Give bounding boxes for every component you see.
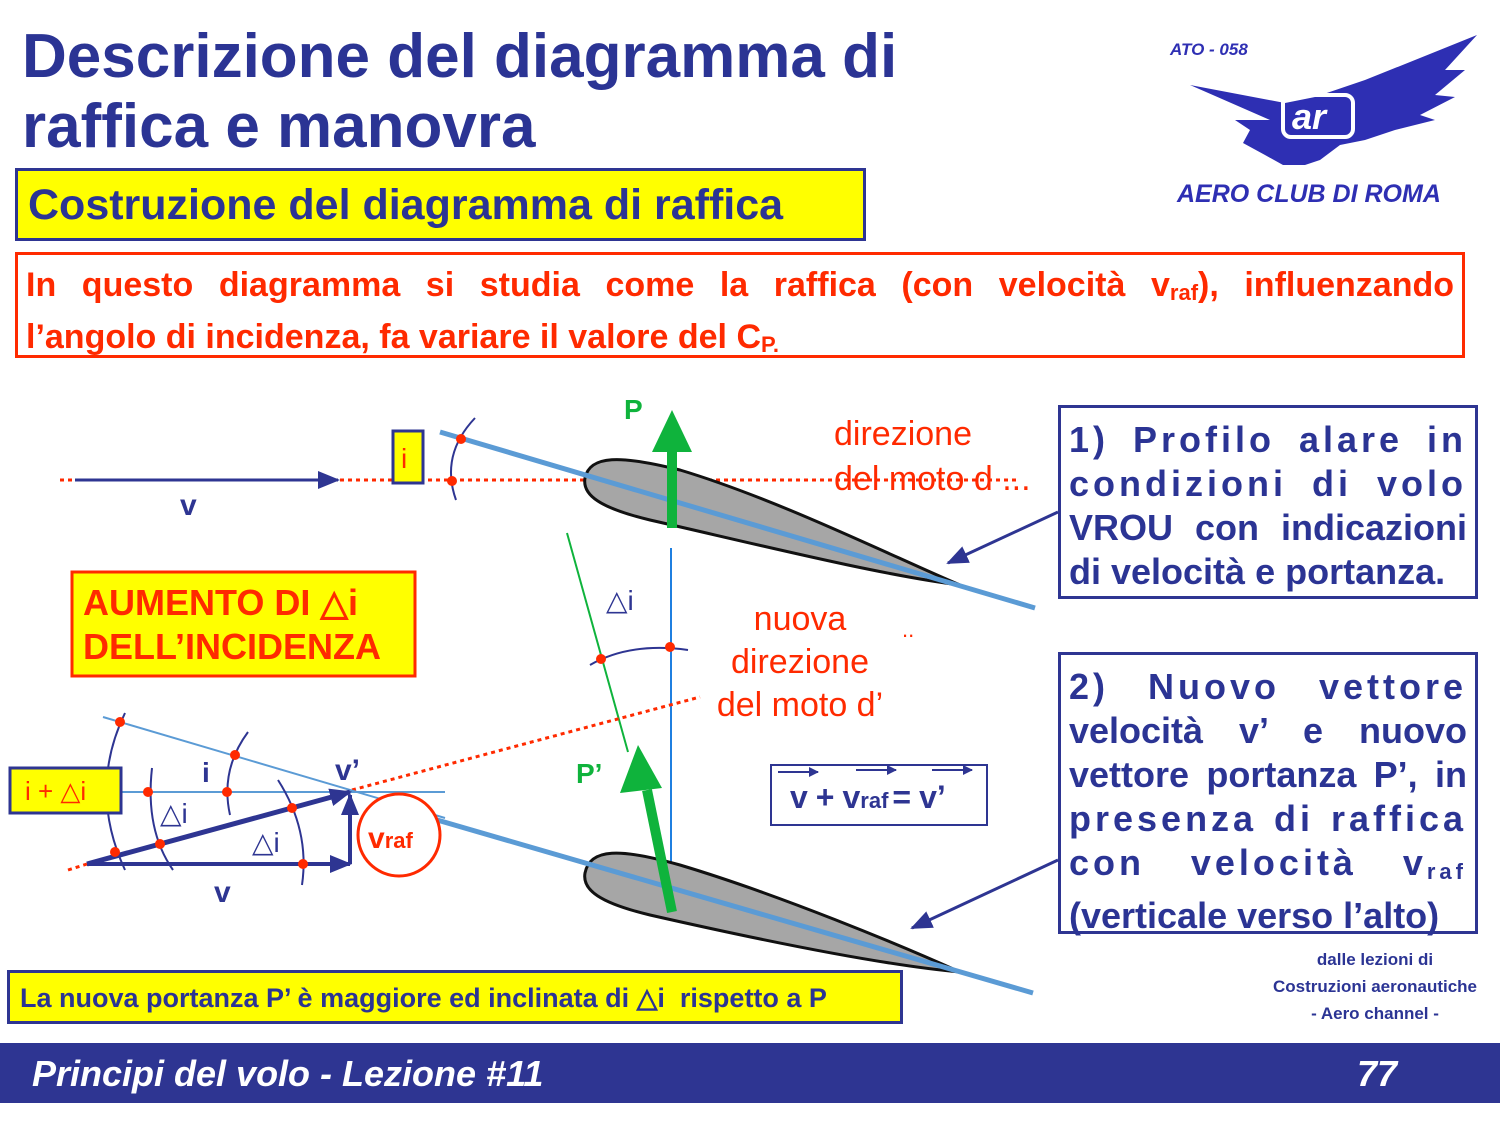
footer-bar: Principi del volo - Lezione #11 77	[0, 1043, 1500, 1103]
box2-line: con velocità vraf	[1069, 842, 1467, 884]
aumento-line-1: AUMENTO DI △i	[83, 582, 358, 623]
lift-arrowhead	[652, 410, 692, 452]
aumento-box	[70, 570, 417, 678]
intro-box: In questo diagramma si studia come la ra…	[15, 252, 1465, 358]
pointer-arrow-1	[946, 510, 1059, 565]
vraf-circle	[356, 792, 442, 878]
label-vraf: vraf	[368, 822, 413, 855]
vector-equation: v+vraf=v’	[790, 779, 946, 815]
logo-name: AERO CLUB DI ROMA	[1176, 180, 1441, 208]
aumento-line-2: DELL’INCIDENZA	[83, 626, 381, 667]
box2-line: presenza di raffica	[1069, 798, 1467, 839]
label-P-prime: P’	[576, 758, 602, 789]
section-subtitle-box: Costruzione del diagramma di raffica	[15, 168, 866, 241]
label-v: v	[180, 489, 197, 522]
vector-equation-box	[770, 764, 988, 826]
label-i-box	[391, 429, 425, 485]
angle-arc	[449, 417, 476, 501]
intro-line-2: l’angolo di incidenza, fa variare il val…	[26, 318, 779, 357]
label-i: i	[401, 443, 407, 474]
box2-line: (verticale verso l’alto)	[1069, 895, 1440, 936]
credit-line: - Aero channel -	[1311, 1004, 1439, 1023]
section-subtitle: Costruzione del diagramma di raffica	[28, 181, 784, 229]
label-construction-i: i	[202, 757, 210, 788]
box2-line: 2) Nuovo vettore	[1069, 666, 1467, 707]
conclusion-box: La nuova portanza P’ è maggiore ed incli…	[7, 970, 903, 1024]
label-construction-delta-i-2: △i	[252, 827, 280, 858]
pointer-arrow-2	[910, 858, 1059, 930]
credit-line: dalle lezioni di	[1316, 950, 1434, 969]
credit-line: Costruzioni aeronautiche	[1272, 977, 1478, 996]
label-delta-i: △i	[606, 585, 634, 616]
label-nuova: nuova	[754, 600, 847, 638]
arc-i	[226, 731, 249, 816]
slide-title: Descrizione del diagramma di raffica e m…	[22, 22, 897, 162]
credit-note: dalle lezioni di Costruzioni aeronautich…	[1250, 946, 1500, 1027]
logo-monogram: ar	[1292, 96, 1328, 137]
info-box-1: 1) Profilo alare in condizioni di volo V…	[1058, 405, 1478, 599]
lift-vector-P-prime	[642, 788, 677, 914]
lift-prime-arrowhead	[620, 745, 662, 793]
construction-vector-v-prime	[86, 788, 352, 867]
eagle-icon	[1190, 35, 1477, 165]
box1-line: di velocità e portanza.	[1069, 551, 1446, 592]
arc-delta-i-2	[277, 779, 305, 886]
label-P: P	[624, 394, 643, 425]
i-plus-delta-box	[8, 766, 123, 815]
box2-line: vettore portanza P’, in	[1069, 754, 1467, 795]
label-del-moto-d: del moto d ...	[834, 460, 1031, 498]
box1-line: VROU con indicazioni	[1069, 507, 1467, 548]
label-construction-v: v	[214, 876, 231, 909]
info-box-2: 2) Nuovo vettore velocità v’ e nuovo vet…	[1058, 652, 1478, 936]
conclusion-text: La nuova portanza P’ è maggiore ed incli…	[20, 983, 827, 1013]
logo-code: ATO - 058	[1169, 40, 1248, 59]
footer-course: Principi del volo - Lezione #11	[32, 1053, 544, 1094]
new-lift-direction-line	[566, 532, 629, 753]
page-number: 77	[1357, 1053, 1398, 1094]
arc-delta-i-1	[149, 767, 174, 871]
label-del-moto-d-prime: del moto d’	[717, 686, 883, 724]
label-construction-delta-i-1: △i	[160, 798, 188, 829]
box1-line: condizioni di volo	[1069, 463, 1467, 504]
intro-line-1: In questo diagramma si studia come la ra…	[26, 266, 1455, 305]
title-line-2: raffica e manovra	[22, 92, 536, 161]
label-construction-v-prime: v’	[335, 754, 360, 787]
title-line-1: Descrizione del diagramma di	[22, 22, 898, 91]
aero-club-logo: ATO - 058 ar AERO CLUB DI ROMA	[1165, 25, 1485, 215]
box1-line: 1) Profilo alare in	[1069, 419, 1467, 460]
label-i-plus-delta-i: i + △i	[25, 776, 86, 806]
box2-line: velocità v’ e nuovo	[1069, 710, 1467, 751]
label-dots: ..	[902, 617, 914, 642]
chord-line-gust	[419, 812, 1034, 996]
chord-line	[439, 429, 1036, 611]
construction-points	[110, 717, 308, 869]
label-direzione: direzione	[834, 415, 972, 453]
label-nuova-direzione: direzione	[731, 643, 869, 681]
